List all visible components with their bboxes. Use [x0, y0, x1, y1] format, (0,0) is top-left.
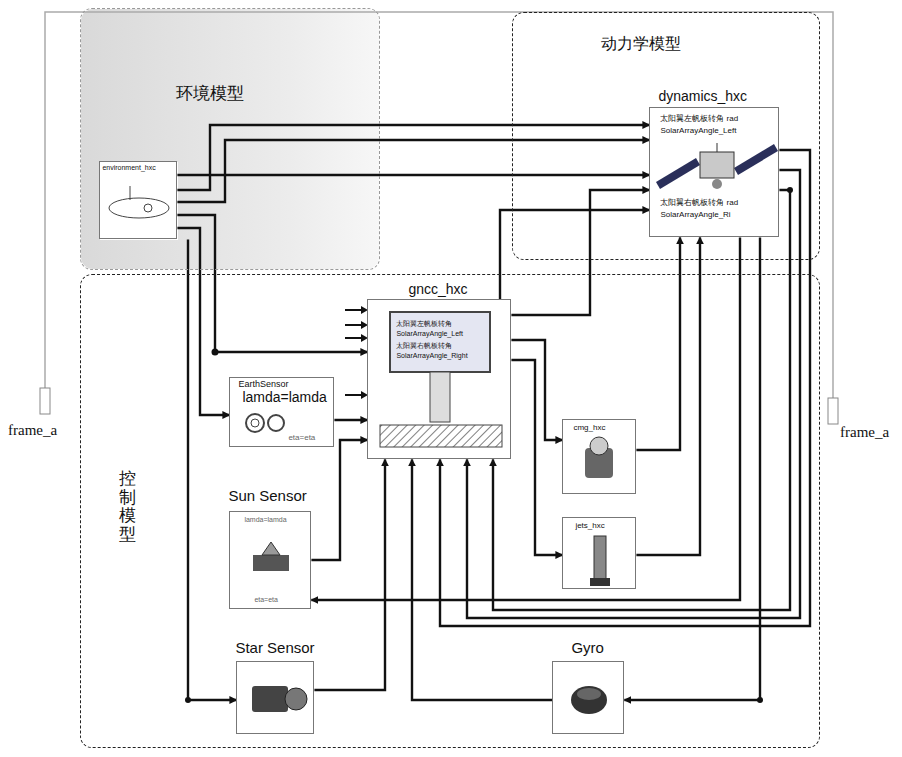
signal-connector [412, 459, 552, 700]
block-title: Star Sensor [235, 639, 314, 656]
block-name: jets_hxc [575, 521, 604, 530]
env-region-title: 环境模型 [176, 84, 244, 104]
model-block: cmg_hxc [562, 419, 636, 494]
signal-connector [188, 239, 236, 700]
signal-connector [636, 237, 700, 555]
model-block: dynamics_hxc太阳翼左帆板转角 radSolarArrayAngle_… [649, 107, 779, 237]
signal-connector [440, 150, 810, 626]
model-region: 动力学模型dynamics_hxc太阳翼左帆板转角 radSolarArrayA… [512, 12, 820, 260]
block-name: cmg_hxc [573, 423, 605, 432]
signal-connector [311, 237, 740, 600]
signal-connector [511, 340, 562, 440]
signal-connector [311, 440, 367, 560]
model-block: EarthSensorlamda=lamda eta=eta [229, 377, 334, 447]
model-block: jets_hxc [562, 517, 636, 589]
signal-connector [511, 360, 562, 555]
block-text: 太阳翼右帆板转角 rad [660, 198, 738, 207]
model-block: environment_hxc [99, 161, 177, 239]
signal-connector [500, 210, 649, 299]
model-block: gncc_hxc太阳翼左帆板转角SolarArrayAngle_Left太阳翼右… [367, 299, 511, 459]
block-title: Gyro [571, 639, 604, 656]
model-region: 环境模型 environment_hxc [80, 8, 380, 270]
signal-connector [624, 237, 760, 700]
signal-connector [177, 125, 649, 190]
model-block: Gyro [552, 661, 624, 734]
block-text: SolarArrayAngle_Left [396, 330, 463, 338]
sensor-text: eta=eta [288, 433, 315, 442]
block-title: gncc_hxc [408, 281, 467, 297]
signal-connector [511, 190, 649, 315]
signal-connector [636, 237, 680, 450]
sensor-text: lamda=lamda [244, 516, 286, 524]
sensor-text: EarthSensor [238, 379, 288, 389]
signal-connector [314, 459, 385, 690]
block-text: 太阳翼右帆板转角 [396, 342, 452, 350]
signal-connector [334, 419, 367, 421]
sensor-text: lamda=lamda [242, 389, 326, 405]
block-text: SolarArrayAngle_Ri [660, 210, 730, 219]
model-block: Star Sensor [236, 661, 314, 734]
block-text: 太阳翼左帆板转角 [396, 320, 452, 328]
dyn-region-title: 动力学模型 [601, 35, 681, 53]
block-title: Sun Sensor [228, 487, 306, 504]
signal-connector [177, 174, 649, 176]
signal-connector [177, 215, 367, 352]
port-label: frame_a [840, 424, 889, 441]
block-text: SolarArrayAngle_Right [396, 352, 467, 360]
block-text: SolarArrayAngle_Left [660, 126, 736, 135]
block-title: dynamics_hxc [658, 88, 747, 104]
signal-connector [493, 190, 790, 610]
sensor-text: eta=eta [254, 596, 278, 604]
block-text: 太阳翼左帆板转角 rad [660, 114, 738, 123]
signal-connector [177, 228, 229, 415]
signal-connector [177, 140, 649, 202]
model-region: 控制模型 gncc_hxc 太阳翼左帆板转角 SolarArrayAngle_Left… [80, 274, 820, 748]
port-label: frame_a [8, 422, 57, 439]
ctrl-region-title: 控制模型 [119, 470, 136, 545]
model-block: Sun Sensorlamda=lamdaeta=eta [229, 511, 311, 609]
block-name: environment_hxc [102, 164, 155, 172]
